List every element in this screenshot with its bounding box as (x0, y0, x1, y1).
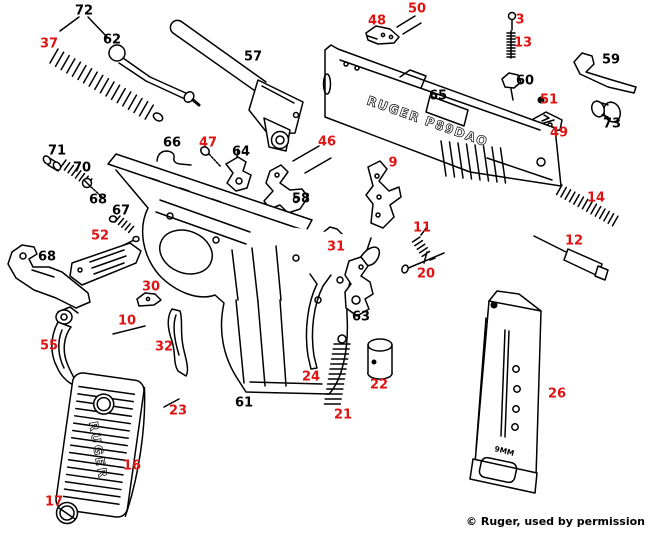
part-60-detent-drawing (501, 72, 522, 101)
part-label-47: 47 (198, 135, 218, 151)
part-46-pins-drawing (292, 145, 332, 174)
part-label-22: 22 (369, 377, 389, 393)
part-label-16: 16 (122, 458, 142, 474)
part-51-plunger-drawing (537, 96, 545, 104)
part-label-65: 65 (428, 88, 448, 104)
part-20-pin-drawing (401, 252, 445, 274)
part-13-spring-drawing (506, 30, 516, 59)
part-73-plug-drawing (590, 100, 622, 123)
part-55-trigger-drawing (51, 306, 80, 388)
part-68-decock-lever-drawing (7, 244, 91, 309)
part-label-49: 49 (549, 125, 569, 141)
part-label-9: 9 (388, 155, 398, 171)
part-48-extractor-drawing (365, 25, 400, 45)
part-label-60: 60 (515, 73, 535, 89)
part-label-55: 55 (39, 338, 59, 354)
part-label-48: 48 (367, 13, 387, 29)
part-label-61: 61 (234, 395, 254, 411)
part-label-64: 64 (231, 144, 251, 160)
part-label-73: 73 (602, 116, 622, 132)
part-label-62: 62 (102, 32, 122, 48)
part-label-30: 30 (141, 279, 161, 295)
part-16-grip-panel-drawing: RUGER (55, 372, 146, 518)
part-68-screw-drawing (81, 177, 104, 199)
part-10-pin-drawing (112, 325, 146, 335)
part-label-57: 57 (243, 49, 263, 65)
part-label-68: 68 (88, 192, 108, 208)
part-label-32: 32 (154, 339, 174, 355)
part-label-14: 14 (586, 190, 606, 206)
part-label-26: 26 (547, 386, 567, 402)
part-22-spring-seat-drawing (367, 338, 393, 380)
part-label-21: 21 (333, 407, 353, 423)
part-47-screw-drawing (200, 146, 222, 168)
part-21-hammer-spring-drawing (323, 334, 351, 405)
part-label-24: 24 (301, 369, 321, 385)
part-label-20: 20 (416, 266, 436, 282)
part-11-spring-drawing (411, 226, 431, 264)
part-9-ejector-drawing (365, 160, 402, 229)
part-label-23: 23 (168, 403, 188, 419)
part-label-63: 63 (351, 309, 371, 325)
part-37-recoil-spring-drawing (49, 48, 164, 122)
part-65-slide-drawing: RUGER P89DAO (322, 44, 562, 187)
part-label-13: 13 (513, 35, 533, 51)
part-63-hammer-drawing (344, 256, 374, 317)
part-32-spring-arm-drawing (167, 308, 189, 377)
part-61-frame-drawing (107, 153, 380, 395)
part-58-trigger-bar-drawing (263, 164, 309, 214)
part-label-12: 12 (564, 233, 584, 249)
part-17-grip-screw-drawing (55, 501, 79, 525)
part-label-67: 67 (111, 203, 131, 219)
part-label-10: 10 (117, 313, 137, 329)
part-62-guide-rod-drawing (108, 44, 201, 107)
part-64-assembly-drawing (225, 148, 252, 192)
part-23-pin-drawing (163, 398, 180, 408)
part-label-72: 72 (74, 3, 94, 19)
part-label-31: 31 (326, 239, 346, 255)
part-label-17: 17 (44, 494, 64, 510)
part-12-firing-pin-drawing (533, 235, 609, 281)
part-label-59: 59 (601, 52, 621, 68)
part-67-plunger-spring-drawing (108, 215, 135, 234)
part-label-11: 11 (412, 220, 432, 236)
part-57-barrel-drawing (169, 19, 304, 152)
part-66-wire-spring-drawing (156, 150, 192, 166)
part-50-pins-drawing (396, 15, 422, 35)
copyright-notice: © Ruger, used by permission (466, 515, 645, 528)
part-14-spring-drawing (555, 184, 619, 227)
part-label-3: 3 (515, 12, 525, 28)
part-label-50: 50 (407, 1, 427, 17)
part-label-51: 51 (539, 92, 559, 108)
part-label-58: 58 (291, 191, 311, 207)
part-label-46: 46 (317, 134, 337, 150)
part-72-leader-lines (59, 16, 109, 39)
part-label-37: 37 (39, 36, 59, 52)
part-26-magazine-drawing: 9MM (469, 290, 542, 494)
part-59-lever-drawing (573, 52, 637, 94)
part-30-latch-drawing (136, 292, 162, 307)
part-label-68: 68 (37, 249, 57, 265)
part-52-slide-stop-drawing (69, 235, 142, 286)
part-label-71: 71 (47, 143, 67, 159)
part-24-strut-drawing (305, 273, 332, 370)
part-label-52: 52 (90, 228, 110, 244)
part-label-70: 70 (72, 160, 92, 176)
part-label-66: 66 (162, 135, 182, 151)
part-3-pin-drawing (507, 11, 517, 31)
part-71-plunger-drawing (42, 155, 62, 172)
